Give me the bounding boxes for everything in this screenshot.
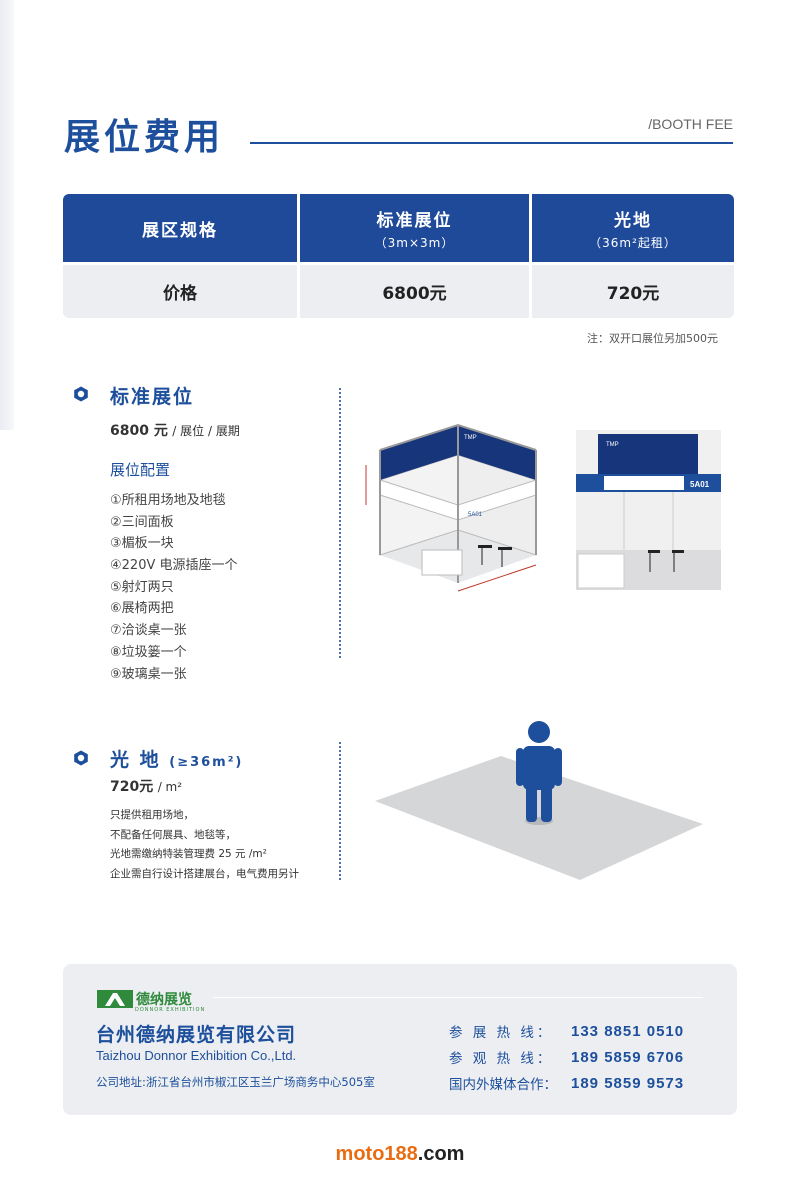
price-raw-space: 720元 xyxy=(532,265,734,318)
fee-note: 注：双开口展位另加500元 xyxy=(587,332,718,345)
hotline-list: 参 展 热 线： 133 8851 0510 参 观 热 线： 189 5859… xyxy=(449,1018,684,1096)
hexagon-bullet-icon xyxy=(74,750,88,766)
hotline-exhibit: 参 展 热 线： 133 8851 0510 xyxy=(449,1022,685,1042)
list-item: ⑤射灯两只 xyxy=(110,579,174,595)
section-divider-dotted xyxy=(339,388,341,658)
header-cell-standard: 标准展位 （3m×3m） xyxy=(300,194,529,262)
page-title: 展位费用 xyxy=(64,117,225,158)
company-address: 公司地址:浙江省台州市椒江区玉兰广场商务中心505室 xyxy=(96,1075,375,1089)
logo-subtitle: DONNOR EXHIBITION xyxy=(135,1007,206,1013)
fascia-brand-label: TMP xyxy=(464,435,477,441)
config-list: ①所租用场地及地毯 ②三间面板 ③楣板一块 ④220V 电源插座一个 ⑤射灯两只… xyxy=(110,490,238,685)
fee-table-header: 展区规格 标准展位 （3m×3m） 光地 （36m²起租） xyxy=(63,194,734,262)
config-title: 展位配置 xyxy=(110,461,171,479)
person-icon xyxy=(516,721,562,822)
raw-space-illustration xyxy=(375,721,703,880)
fee-table-row: 价格 6800元 720元 xyxy=(63,265,734,318)
logo-mark-icon xyxy=(97,990,133,1008)
list-item: ⑦洽谈桌一张 xyxy=(110,623,187,639)
company-logo: 德纳展览 xyxy=(97,989,192,1009)
hexagon-bullet-icon xyxy=(74,386,88,402)
list-item: ⑥展椅两把 xyxy=(110,601,174,617)
booth-number-label-front: 5A01 xyxy=(690,480,710,489)
site-watermark: moto188.com xyxy=(335,1143,465,1165)
list-item: ③楣板一块 xyxy=(110,536,174,552)
footer-divider xyxy=(213,997,703,998)
price-standard: 6800元 xyxy=(300,265,529,318)
left-edge-decoration xyxy=(0,0,14,430)
page-title-en: /BOOTH FEE xyxy=(648,116,733,132)
list-item: ①所租用场地及地毯 xyxy=(110,493,226,508)
company-name-cn: 台州德纳展览有限公司 xyxy=(96,1024,297,1046)
fascia-brand-label-front: TMP xyxy=(606,442,619,448)
booth-number-label: 5A01 xyxy=(468,512,483,518)
raw-space-title: 光 地 (≥36m²) xyxy=(110,749,244,771)
header-cell-raw-space: 光地 （36m²起租） xyxy=(532,194,734,262)
list-item: ②三间面板 xyxy=(110,514,174,530)
list-item: ④220V 电源插座一个 xyxy=(110,558,238,574)
fee-table: 展区规格 标准展位 （3m×3m） 光地 （36m²起租） 价格 6800元 7… xyxy=(63,194,734,318)
list-item: ⑨玻璃桌一张 xyxy=(110,666,187,682)
hotline-visit: 参 观 热 线： 189 5859 6706 xyxy=(449,1048,685,1068)
standard-booth-title: 标准展位 xyxy=(110,386,195,408)
row-label-price: 价格 xyxy=(63,265,297,318)
booth-front-illustration: TMP 5A01 xyxy=(576,430,721,590)
standard-booth-price: 6800 元 / 展位 / 展期 xyxy=(110,423,240,439)
raw-space-description: 只提供租用场地， 不配备任何展具、地毯等， 光地需缴纳特装管理费 25 元 /m… xyxy=(110,809,299,880)
booth-isometric-illustration: 5A01 TMP xyxy=(365,423,537,592)
list-item: ⑧垃圾篓一个 xyxy=(110,644,187,660)
hotline-media: 国内外媒体合作： 189 5859 9573 xyxy=(449,1074,685,1094)
raw-space-price: 720元 / m² xyxy=(110,779,183,795)
contact-card: 德纳展览 DONNOR EXHIBITION 台州德纳展览有限公司 Taizho… xyxy=(63,964,737,1115)
title-divider xyxy=(250,142,733,144)
section-divider-dotted xyxy=(339,742,341,880)
company-name-en: Taizhou Donnor Exhibition Co.,Ltd. xyxy=(96,1048,297,1063)
header-cell-spec: 展区规格 xyxy=(63,194,297,262)
